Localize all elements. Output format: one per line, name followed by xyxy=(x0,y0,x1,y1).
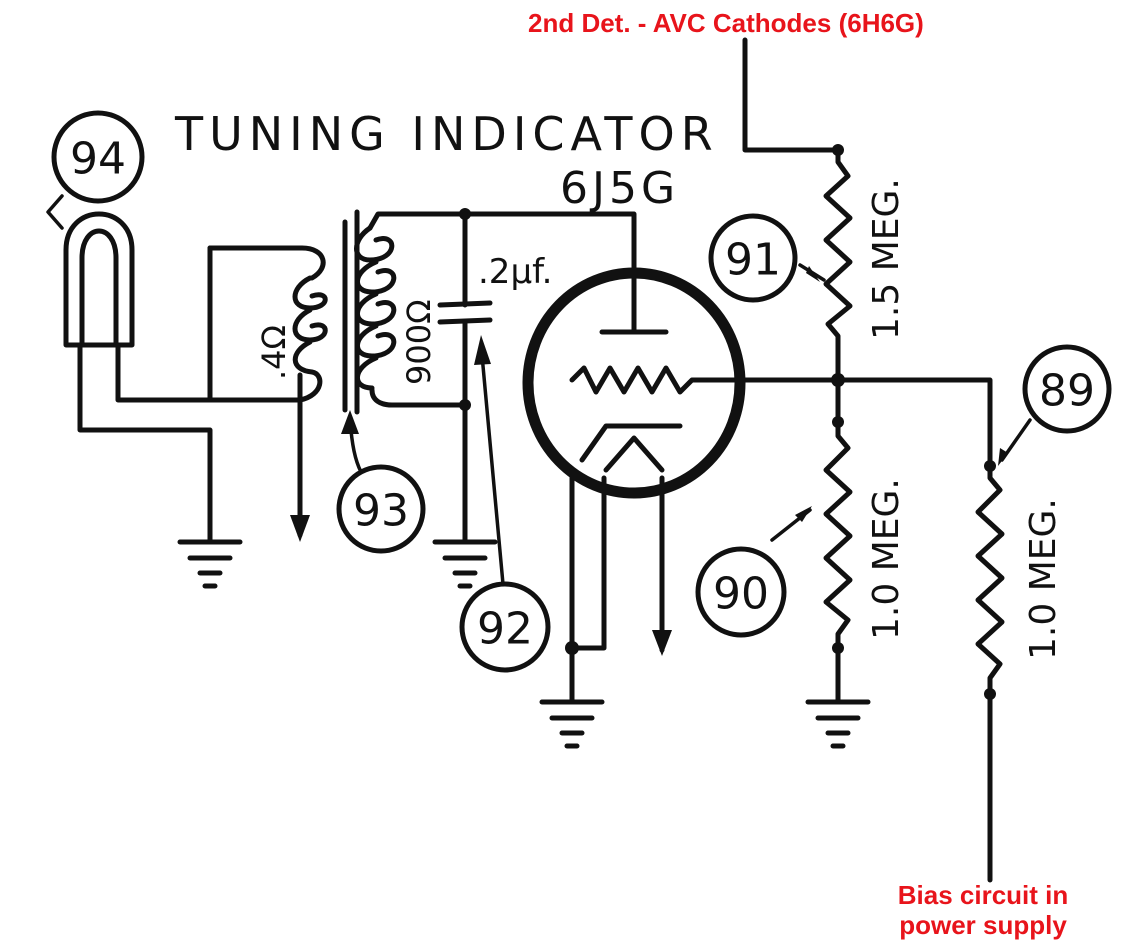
pilot-lamp xyxy=(46,194,213,543)
capacitor-02uf xyxy=(437,211,493,543)
capacitor-value: .2μf. xyxy=(478,252,552,292)
callout-94-label: 94 xyxy=(70,134,126,185)
transformer-core xyxy=(342,209,360,415)
tube-type-label: 6J5G xyxy=(560,163,679,214)
resistor-90 xyxy=(770,419,853,703)
resistor-91-value: 1.5 MEG. xyxy=(866,178,907,340)
callout-91-label: 91 xyxy=(725,235,781,286)
secondary-coil-value: .4Ω xyxy=(255,325,293,380)
ground-symbol-r90 xyxy=(805,699,871,749)
callout-92-label: 92 xyxy=(477,604,533,655)
transformer-secondary-coil xyxy=(207,245,328,403)
bias-circuit-note: Bias circuit in power supply xyxy=(878,880,1088,940)
resistor-91 xyxy=(798,147,853,383)
primary-coil-value: 900Ω xyxy=(400,299,438,385)
ground-symbol-tube xyxy=(539,699,605,749)
callout-92: 92 xyxy=(459,335,551,673)
callout-90-label: 90 xyxy=(713,569,769,620)
callout-90: 90 xyxy=(695,546,787,638)
callout-91: 91 xyxy=(708,213,798,303)
tube-lower-leads xyxy=(565,467,672,703)
callout-94: 94 xyxy=(51,110,145,204)
resistor-89 xyxy=(975,418,1032,883)
resistor-89-value: 1.0 MEG. xyxy=(1023,498,1064,660)
callout-89: 89 xyxy=(1022,344,1112,434)
callout-89-label: 89 xyxy=(1039,366,1095,417)
resistor-90-value: 1.0 MEG. xyxy=(866,478,907,640)
schematic-title: TUNING INDICATOR xyxy=(174,107,719,161)
secondary-tap-arrow xyxy=(290,372,310,542)
callout-93: 93 xyxy=(336,410,426,554)
avc-lead-wire xyxy=(742,37,844,156)
avc-cathodes-note: 2nd Det. - AVC Cathodes (6H6G) xyxy=(528,8,924,38)
callout-93-label: 93 xyxy=(353,486,409,537)
grid-bus-wire xyxy=(702,373,993,468)
ground-symbol-capacitor xyxy=(432,539,498,589)
vacuum-tube-6j5g xyxy=(522,217,746,499)
ground-symbol-lamp xyxy=(177,539,243,589)
bias-circuit-note-line2: power supply xyxy=(899,910,1067,940)
bias-circuit-note-line1: Bias circuit in xyxy=(897,880,1069,910)
